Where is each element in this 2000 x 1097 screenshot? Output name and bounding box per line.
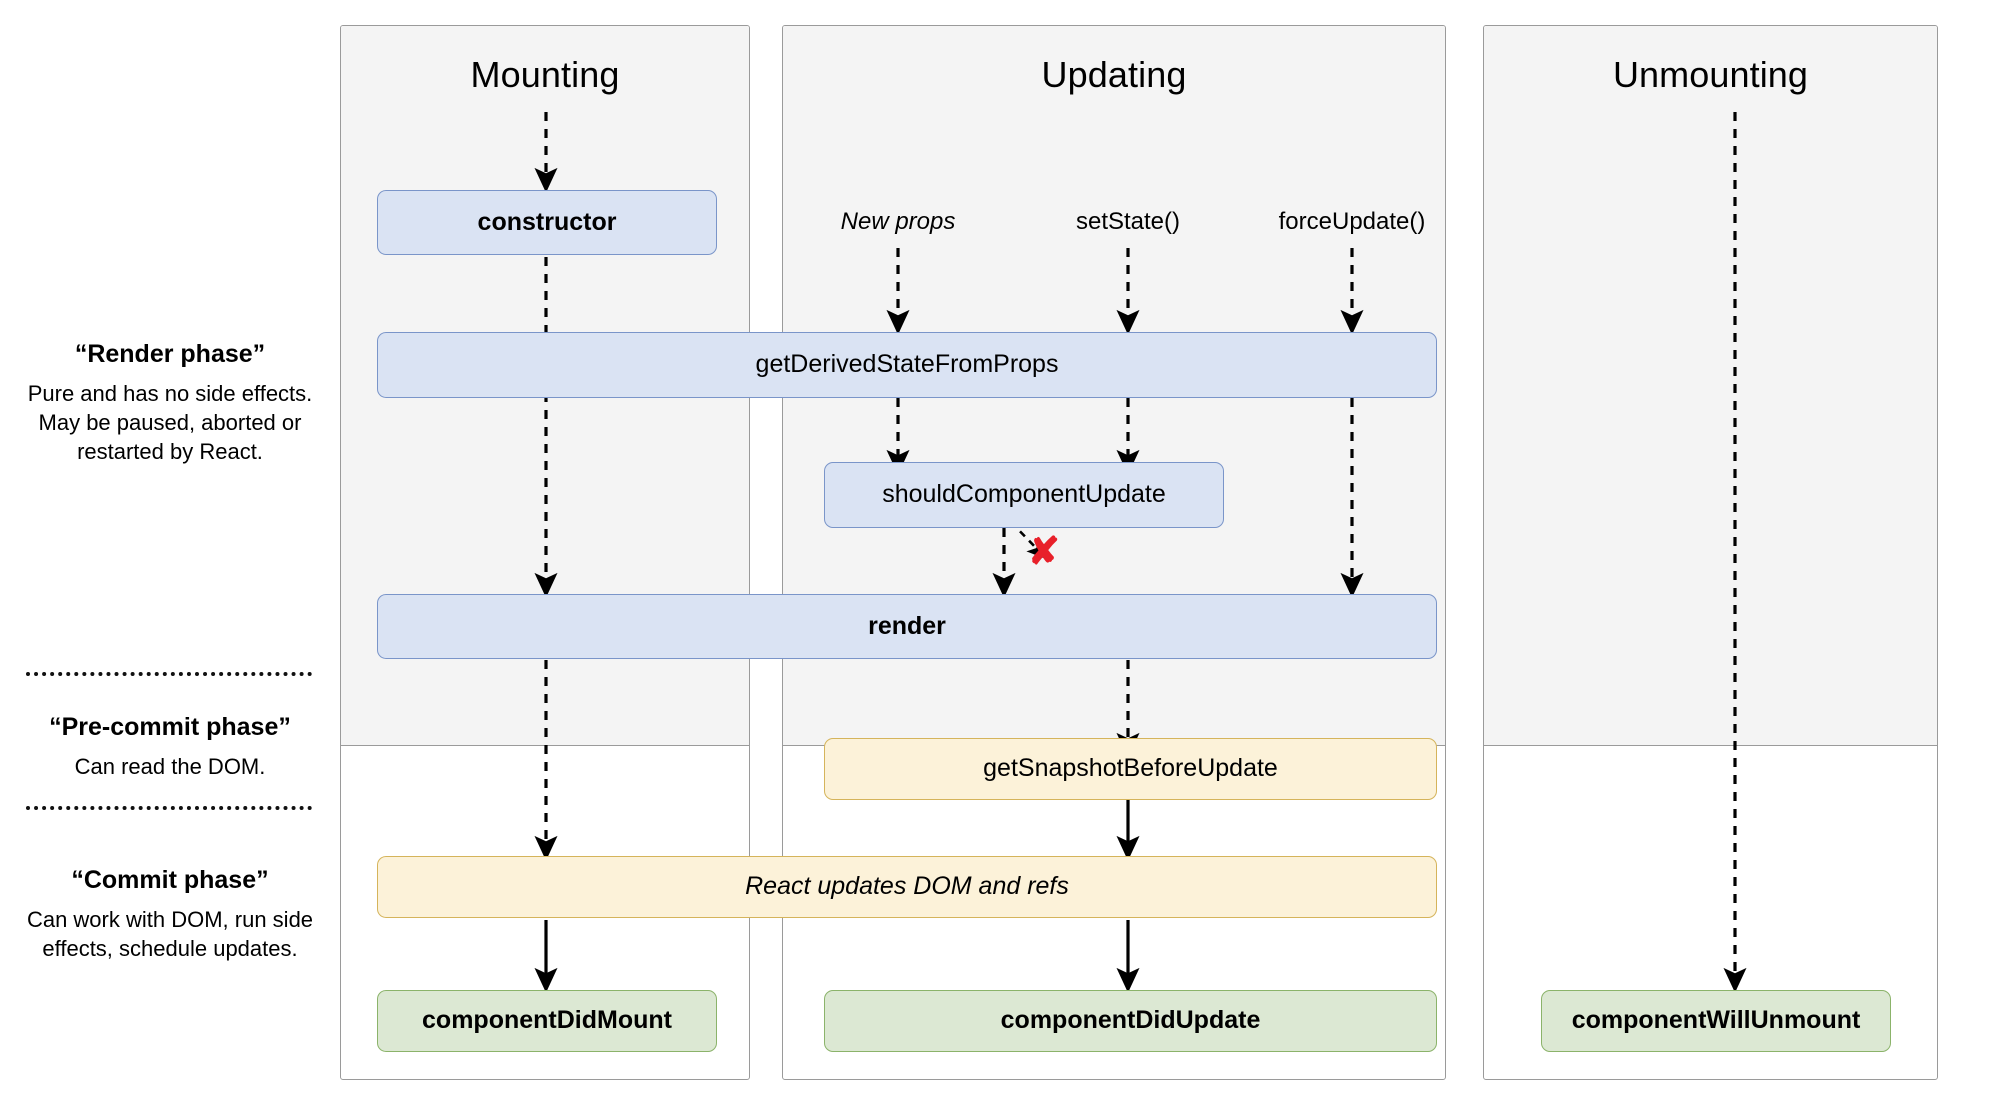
- trigger-set-state: setState(): [1075, 208, 1181, 235]
- node-constructor[interactable]: constructor: [377, 190, 717, 255]
- column-mounting: Mounting: [340, 25, 750, 1080]
- node-render-mounting[interactable]: render: [377, 594, 1437, 659]
- node-react-updates-dom-and-refs[interactable]: React updates DOM and refs: [377, 856, 1437, 918]
- node-component-did-update[interactable]: componentDidUpdate: [824, 990, 1437, 1052]
- legend-commit-phase: “Commit phase” Can work with DOM, run si…: [20, 866, 320, 963]
- column-title-unmounting: Unmounting: [1612, 54, 1809, 95]
- column-unmounting: Unmounting: [1483, 25, 1938, 1080]
- column-updating: Updating: [782, 25, 1446, 1080]
- unmounting-render-phase-background: [1484, 26, 1937, 746]
- node-component-did-mount[interactable]: componentDidMount: [377, 990, 717, 1052]
- trigger-force-update: forceUpdate(): [1278, 208, 1426, 235]
- legend-commit-phase-title: “Commit phase”: [71, 866, 269, 894]
- skip-update-x-icon: ✘: [1028, 531, 1060, 573]
- legend-pre-commit-phase-description: Can read the DOM.: [74, 754, 266, 779]
- node-component-will-unmount[interactable]: componentWillUnmount: [1541, 990, 1891, 1052]
- legend-render-phase-title: “Render phase”: [74, 340, 266, 368]
- node-get-snapshot-before-update[interactable]: getSnapshotBeforeUpdate: [824, 738, 1437, 800]
- legend-pre-commit-phase: “Pre-commit phase” Can read the DOM.: [20, 713, 320, 781]
- legend-render-phase-description: Pure and has no side effects. May be pau…: [27, 381, 313, 465]
- column-title-updating: Updating: [1041, 54, 1187, 95]
- legend-pre-commit-phase-title: “Pre-commit phase”: [49, 713, 291, 741]
- legend-render-phase: “Render phase” Pure and has no side effe…: [20, 340, 320, 466]
- node-get-derived-state-from-props[interactable]: getDerivedStateFromProps: [377, 332, 1437, 398]
- legend-divider-top: [26, 672, 312, 676]
- legend-divider-bottom: [26, 806, 312, 810]
- column-title-mounting: Mounting: [470, 54, 620, 95]
- legend-commit-phase-description: Can work with DOM, run side effects, sch…: [26, 907, 314, 962]
- node-should-component-update[interactable]: shouldComponentUpdate: [824, 462, 1224, 528]
- trigger-new-props: New props: [840, 208, 956, 235]
